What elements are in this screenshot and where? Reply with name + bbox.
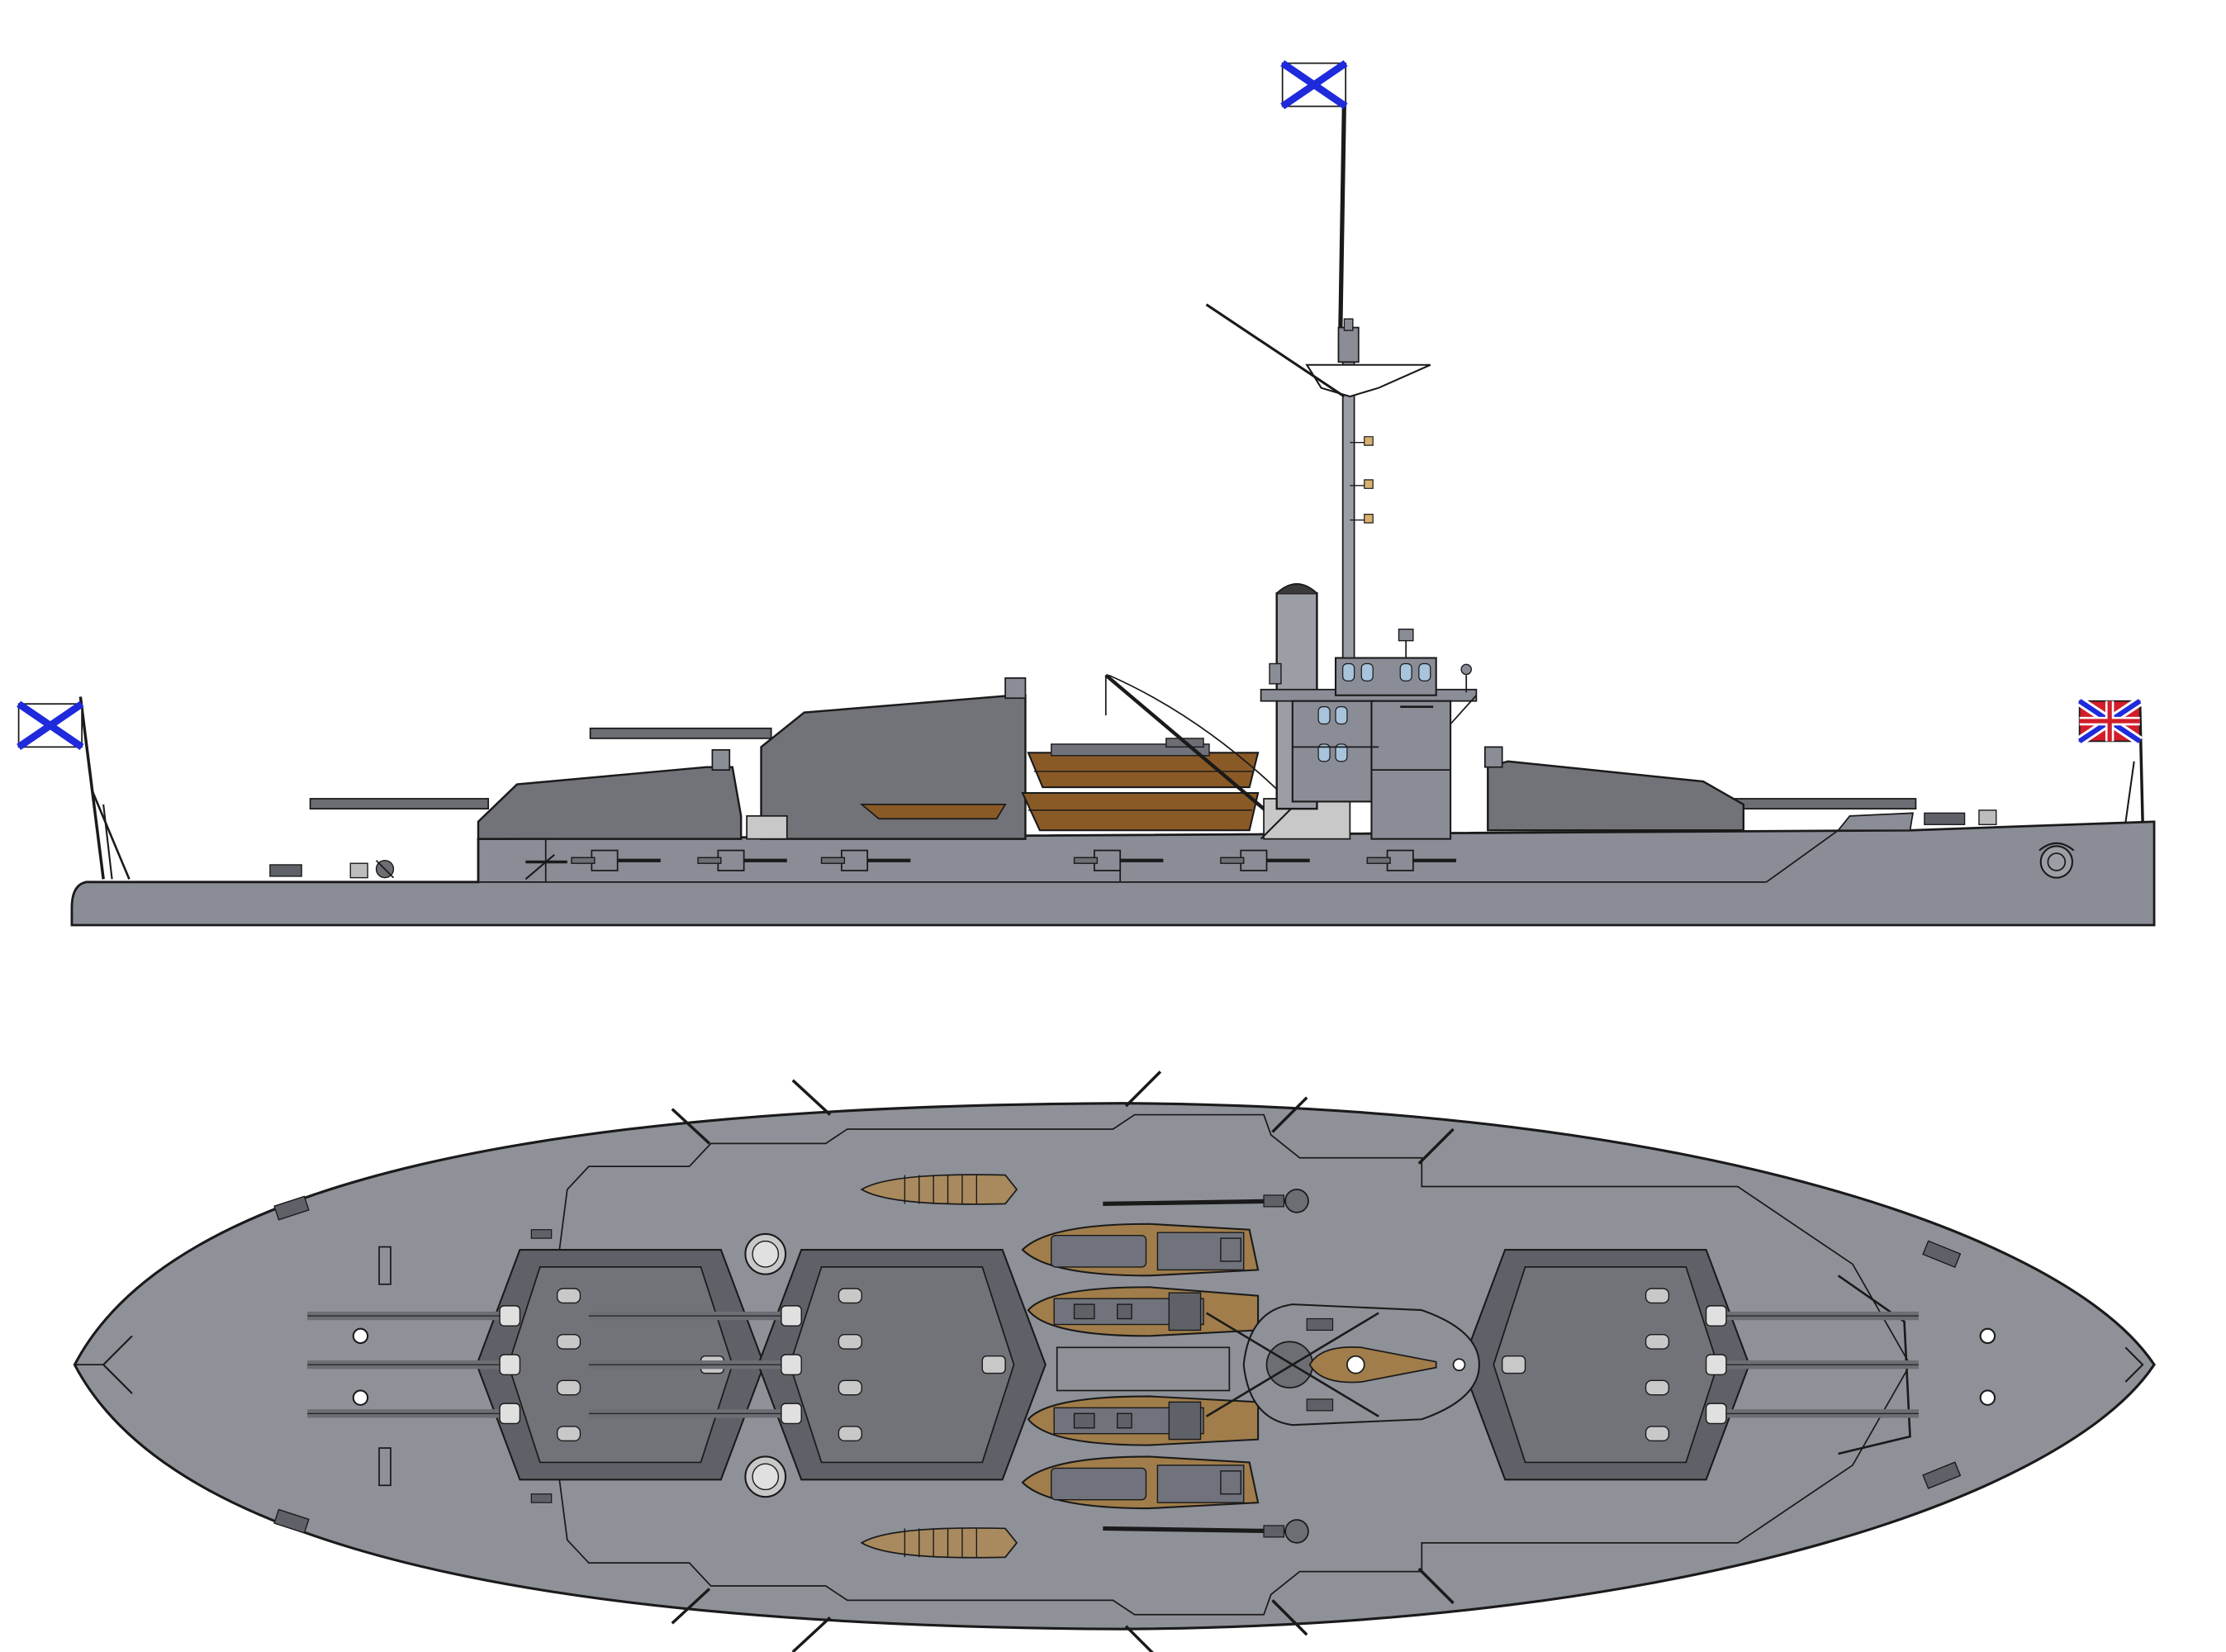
- roof-hatch: [1645, 1426, 1670, 1442]
- bridge-top: [1205, 1303, 1480, 1427]
- deck-fittings: [273, 1195, 1996, 1534]
- gun-port: [499, 1354, 521, 1376]
- gun-port: [781, 1403, 802, 1425]
- roof-hatch: [838, 1288, 862, 1304]
- casemate-guns: [524, 851, 1456, 881]
- turret-rangefinder: [1501, 1355, 1526, 1374]
- bow-flagstaff: [19, 696, 131, 880]
- st-andrew-bow-flag-icon: [19, 704, 83, 747]
- superfiring-turret-side: [589, 676, 1027, 840]
- gun-port: [499, 1305, 521, 1327]
- gun-port: [781, 1305, 802, 1327]
- forward-turret-side: [309, 748, 743, 840]
- deck-plan-view: [73, 1070, 2156, 1652]
- turret-roof: [789, 1266, 1015, 1464]
- bow-fittings: [269, 860, 395, 879]
- roof-hatch: [838, 1379, 862, 1396]
- roof-hatch: [556, 1379, 581, 1396]
- gun-port: [499, 1403, 521, 1425]
- gun-port: [1705, 1354, 1727, 1376]
- hull: [70, 820, 2156, 927]
- gun-port: [1705, 1403, 1727, 1425]
- roof-hatch: [1645, 1379, 1670, 1396]
- gun-port: [1705, 1305, 1727, 1327]
- stern-flagstaff: [2080, 701, 2143, 824]
- gig-boat-port: [860, 1174, 1018, 1205]
- mast: [1205, 64, 1431, 659]
- roof-hatch: [1645, 1333, 1670, 1350]
- side-profile-view: [19, 64, 2156, 927]
- double-headed-eagle-crest-icon: [2039, 842, 2075, 879]
- bridge-superstructure: [1260, 629, 1478, 840]
- turret-b-top: [588, 1249, 1047, 1481]
- st-andrew-masthead-flag-icon: [1283, 64, 1346, 107]
- turret-roof: [1493, 1266, 1719, 1464]
- aft-turret-side: [1483, 746, 1917, 832]
- torpedo-net-booms: [671, 1070, 1455, 1652]
- turret-rangefinder: [981, 1355, 1006, 1374]
- boat-deck-skylight: [1056, 1346, 1231, 1392]
- gun-port: [781, 1354, 802, 1376]
- main-turrets-top: [307, 1249, 1919, 1481]
- russian-jack-stern-flag-icon: [2080, 701, 2140, 742]
- turret-c-top: [1460, 1249, 1919, 1481]
- side-boats: [859, 738, 1260, 832]
- roof-hatch: [1645, 1288, 1670, 1304]
- stern-fittings: [1924, 809, 1997, 825]
- roof-hatch: [556, 1333, 581, 1350]
- deck-hatch: [746, 814, 788, 840]
- gig-boat-starboard: [860, 1527, 1018, 1559]
- boat-cranes-top: [1103, 1189, 1309, 1544]
- deck-boats: [860, 1174, 1260, 1559]
- roof-hatch: [556, 1426, 581, 1442]
- roof-hatch: [556, 1288, 581, 1304]
- roof-hatch: [838, 1426, 862, 1442]
- stern-flagstaff-mark: [2124, 1346, 2144, 1383]
- roof-hatch: [838, 1333, 862, 1350]
